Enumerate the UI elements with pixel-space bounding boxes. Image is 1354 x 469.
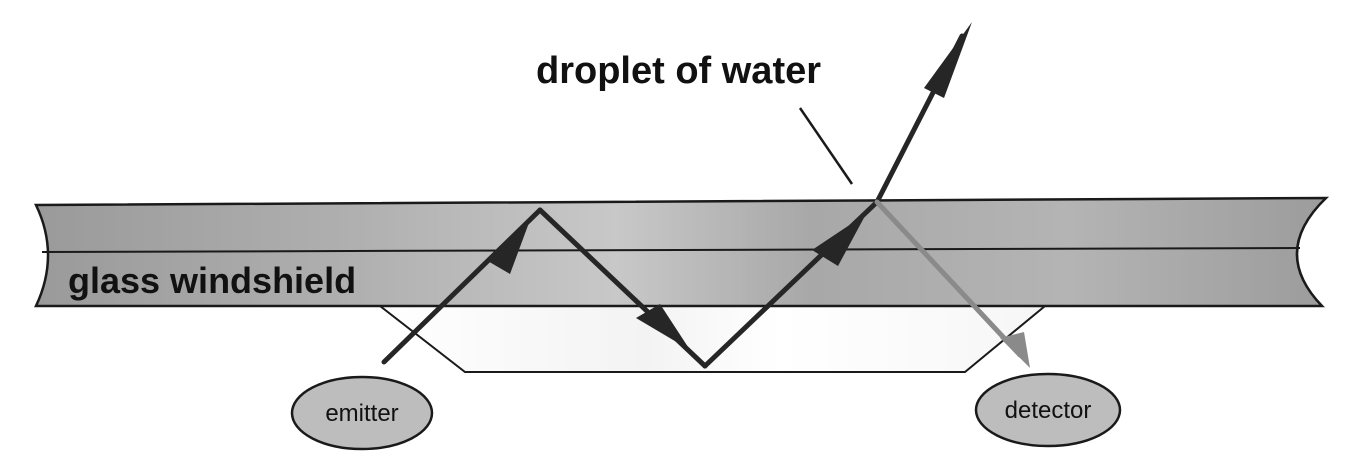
droplet-pointer-line [798, 107, 854, 185]
glass-layer-line [41, 247, 1301, 253]
arrowhead-down-middle [636, 304, 690, 350]
glass-label: glass windshield [68, 260, 356, 301]
emitter-label: emitter [325, 400, 398, 427]
arrowhead-exit [924, 22, 972, 98]
glass-windshield [34, 196, 1330, 308]
arrowhead-detector [1000, 332, 1030, 368]
detector-bubble [974, 372, 1122, 448]
arrowhead-up-right [812, 214, 866, 266]
emitter-bubble [290, 375, 434, 451]
detector-label: detector [1005, 397, 1092, 424]
beam-to-detector [874, 199, 1023, 358]
arrowhead-up-left [486, 220, 530, 274]
droplet-label: droplet of water [536, 50, 821, 92]
